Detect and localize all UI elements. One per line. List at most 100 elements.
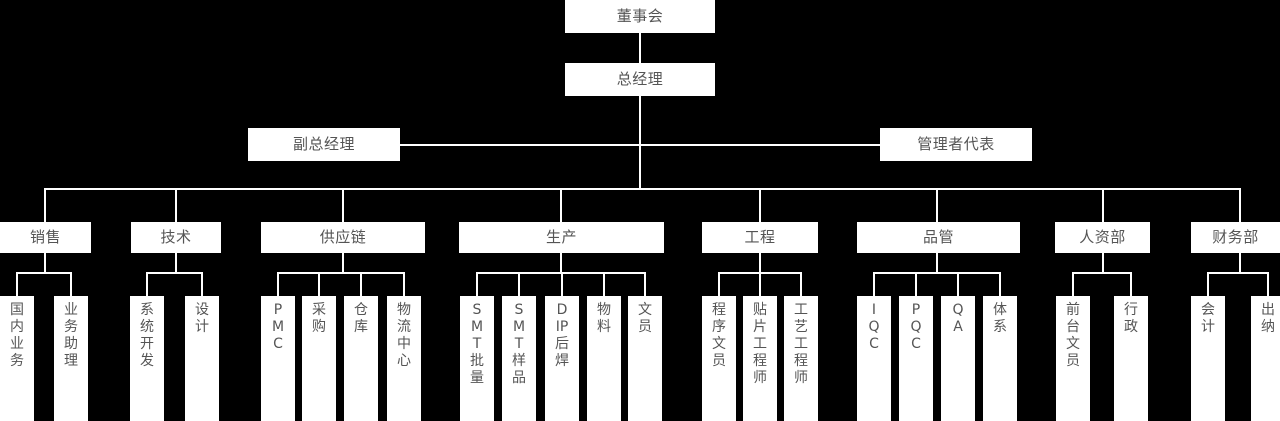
node-leaf-engineering-2[interactable]: 工艺工程师 xyxy=(784,296,818,421)
node-dept-hr[interactable]: 人资部 xyxy=(1055,222,1150,253)
node-leaf-hr-0-label: 前台文员 xyxy=(1066,302,1080,370)
node-dept-hr-label: 人资部 xyxy=(1079,228,1126,247)
node-management-representative[interactable]: 管理者代表 xyxy=(880,128,1032,161)
connector-supply-chain-leaf-0 xyxy=(277,272,279,296)
connector-drop-engineering xyxy=(759,188,761,222)
node-leaf-supply-chain-2-label: 仓库 xyxy=(354,302,368,336)
node-leaf-quality-2[interactable]: QA xyxy=(941,296,975,421)
node-leaf-production-2-label: DIP后焊 xyxy=(555,302,569,370)
node-leaf-supply-chain-2[interactable]: 仓库 xyxy=(344,296,378,421)
node-general-manager[interactable]: 总经理 xyxy=(565,63,715,96)
node-leaf-tech-0[interactable]: 系统开发 xyxy=(130,296,164,421)
node-leaf-sales-0[interactable]: 国内业务 xyxy=(0,296,34,421)
connector-drop-sales xyxy=(44,188,46,222)
node-dept-finance[interactable]: 财务部 xyxy=(1191,222,1280,253)
node-leaf-finance-1[interactable]: 出纳 xyxy=(1251,296,1280,421)
node-leaf-production-3[interactable]: 物料 xyxy=(587,296,621,421)
node-dept-production[interactable]: 生产 xyxy=(459,222,664,253)
node-leaf-production-2[interactable]: DIP后焊 xyxy=(545,296,579,421)
node-leaf-quality-3[interactable]: 体系 xyxy=(983,296,1017,421)
node-leaf-quality-1[interactable]: PQC xyxy=(899,296,933,421)
connector-drop-production xyxy=(560,188,562,222)
node-leaf-finance-1-label: 出纳 xyxy=(1261,302,1275,336)
node-leaf-sales-1[interactable]: 业务助理 xyxy=(54,296,88,421)
connector-drop-tech xyxy=(175,188,177,222)
node-leaf-sales-0-label: 国内业务 xyxy=(10,302,24,370)
node-management-representative-label: 管理者代表 xyxy=(917,135,995,154)
connector-supply-chain-stem xyxy=(342,253,344,273)
node-leaf-engineering-0[interactable]: 程序文员 xyxy=(702,296,736,421)
connector-engineering-leaf-1 xyxy=(759,272,761,296)
node-dept-supply-chain[interactable]: 供应链 xyxy=(261,222,425,253)
node-leaf-production-0[interactable]: SMT批量 xyxy=(460,296,494,421)
node-leaf-engineering-1[interactable]: 贴片工程师 xyxy=(743,296,777,421)
node-leaf-finance-0[interactable]: 会计 xyxy=(1191,296,1225,421)
node-leaf-production-4-label: 文员 xyxy=(638,302,652,336)
node-leaf-production-1-label: SMT样品 xyxy=(512,302,526,387)
connector-sales-bus xyxy=(16,272,72,274)
connector-finance-bus xyxy=(1207,272,1269,274)
node-dept-quality-label: 品管 xyxy=(922,228,954,247)
node-deputy-general-manager[interactable]: 副总经理 xyxy=(248,128,400,161)
connector-sales-stem xyxy=(44,253,46,273)
node-board[interactable]: 董事会 xyxy=(565,0,715,33)
connector-engineering-stem xyxy=(759,253,761,273)
connector-sales-leaf-1 xyxy=(70,272,72,296)
connector-hr-bus xyxy=(1072,272,1132,274)
node-deputy-general-manager-label: 副总经理 xyxy=(292,135,355,154)
node-dept-quality[interactable]: 品管 xyxy=(857,222,1020,253)
connector-board-to-gm xyxy=(639,33,641,63)
connector-engineering-leaf-2 xyxy=(800,272,802,296)
node-leaf-production-1[interactable]: SMT样品 xyxy=(502,296,536,421)
connector-tech-leaf-0 xyxy=(146,272,148,296)
connector-quality-bus xyxy=(873,272,1001,274)
connector-production-leaf-1 xyxy=(518,272,520,296)
node-leaf-hr-1[interactable]: 行政 xyxy=(1114,296,1148,421)
connector-finance-leaf-0 xyxy=(1207,272,1209,296)
node-leaf-sales-1-label: 业务助理 xyxy=(64,302,78,370)
node-leaf-quality-3-label: 体系 xyxy=(993,302,1007,336)
connector-quality-leaf-1 xyxy=(915,272,917,296)
node-leaf-engineering-2-label: 工艺工程师 xyxy=(794,302,808,387)
connector-department-bus xyxy=(45,188,1240,190)
connector-quality-leaf-2 xyxy=(957,272,959,296)
connector-supply-chain-bus xyxy=(277,272,405,274)
node-dept-engineering-label: 工程 xyxy=(744,228,776,247)
connector-tech-leaf-1 xyxy=(201,272,203,296)
node-leaf-quality-0-label: IQC xyxy=(868,302,880,353)
node-leaf-production-4[interactable]: 文员 xyxy=(628,296,662,421)
node-dept-sales[interactable]: 销售 xyxy=(0,222,91,253)
node-leaf-engineering-1-label: 贴片工程师 xyxy=(753,302,767,387)
connector-finance-leaf-1 xyxy=(1267,272,1269,296)
connector-production-leaf-3 xyxy=(603,272,605,296)
connector-production-leaf-2 xyxy=(561,272,563,296)
connector-supply-chain-leaf-2 xyxy=(360,272,362,296)
connector-hr-leaf-0 xyxy=(1072,272,1074,296)
node-leaf-quality-0[interactable]: IQC xyxy=(857,296,891,421)
node-leaf-tech-1[interactable]: 设计 xyxy=(185,296,219,421)
node-leaf-supply-chain-0[interactable]: PMC xyxy=(261,296,295,421)
node-leaf-supply-chain-3[interactable]: 物流中心 xyxy=(387,296,421,421)
node-leaf-engineering-0-label: 程序文员 xyxy=(712,302,726,370)
connector-production-stem xyxy=(560,253,562,273)
node-leaf-hr-0[interactable]: 前台文员 xyxy=(1056,296,1090,421)
node-dept-engineering[interactable]: 工程 xyxy=(702,222,818,253)
connector-supply-chain-leaf-1 xyxy=(318,272,320,296)
connector-drop-hr xyxy=(1102,188,1104,222)
connector-tech-stem xyxy=(175,253,177,273)
connector-drop-supply-chain xyxy=(342,188,344,222)
node-dept-tech[interactable]: 技术 xyxy=(131,222,221,253)
node-leaf-production-3-label: 物料 xyxy=(597,302,611,336)
connector-hr-leaf-1 xyxy=(1130,272,1132,296)
node-leaf-supply-chain-1[interactable]: 采购 xyxy=(302,296,336,421)
connector-drop-quality xyxy=(936,188,938,222)
connector-drop-finance xyxy=(1239,188,1241,222)
node-leaf-finance-0-label: 会计 xyxy=(1201,302,1215,336)
connector-gm-trunk xyxy=(639,96,641,190)
node-board-label: 董事会 xyxy=(616,7,664,26)
connector-staff-line xyxy=(400,144,880,146)
connector-tech-bus xyxy=(146,272,203,274)
node-dept-finance-label: 财务部 xyxy=(1212,228,1259,247)
connector-sales-leaf-0 xyxy=(16,272,18,296)
